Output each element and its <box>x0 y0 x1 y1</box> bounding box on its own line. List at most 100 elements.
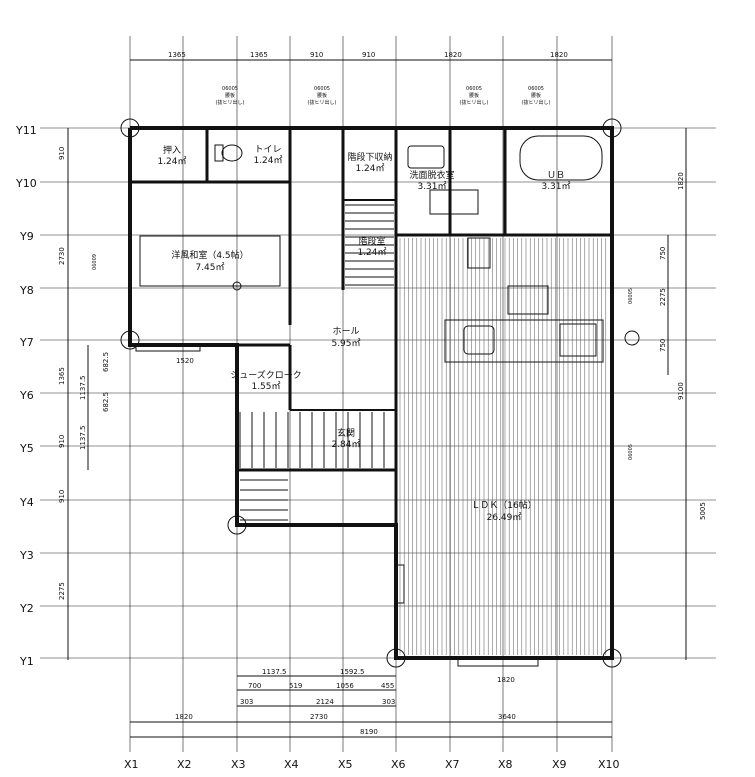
toilet-icon <box>221 144 243 162</box>
window-note-4: (抜ヒリ出し) <box>522 99 551 106</box>
dim-bottom-row2-a: 303 <box>240 698 253 706</box>
grid-label-y9: Y9 <box>19 230 34 243</box>
window-type-3: 腰板 <box>469 92 479 99</box>
dim-left-inner-2: 682.5 <box>102 352 110 372</box>
column-x6-y1 <box>386 648 406 668</box>
room-hall-label: ホール <box>332 326 359 337</box>
window-note-1: (抜ヒリ出し) <box>216 99 245 106</box>
grid-label-x10: X10 <box>598 758 620 771</box>
gas-meter-icon <box>624 330 640 346</box>
dim-bottom-row3-d: 455 <box>381 682 394 690</box>
window-code-2: 06005 <box>314 86 330 92</box>
room-shoes-area: 1.55㎡ <box>251 381 280 392</box>
window-code-1: 06005 <box>222 86 238 92</box>
room-washroom-area: 3.31㎡ <box>417 181 446 192</box>
room-oshiire-area: 1.24㎡ <box>157 156 186 167</box>
dim-bottom-row4-b: 1592.5 <box>340 668 365 676</box>
room-hall-area: 5.95㎡ <box>331 338 360 349</box>
grid-label-x2: X2 <box>177 758 192 771</box>
dim-top-1: 1365 <box>168 51 186 59</box>
dim-bottom-row1-a: 1820 <box>175 713 193 721</box>
window-note-2: (抜ヒリ出し) <box>308 99 337 106</box>
dim-right-inner-3: 750 <box>659 339 667 352</box>
ceiling-hatch-icon <box>429 189 479 215</box>
dim-bottom-row3-c: 1056 <box>336 682 354 690</box>
column-x1-y7 <box>120 330 140 350</box>
room-stair-area: 1.24㎡ <box>357 247 386 258</box>
grid-label-y5: Y5 <box>19 442 34 455</box>
dim-top-5: 1820 <box>444 51 462 59</box>
left-dimensions: 910 2730 1365 910 910 2275 1137.5 682.5 … <box>58 128 110 660</box>
dim-left-3: 1365 <box>58 367 66 385</box>
window-type-2: 腰板 <box>317 92 327 99</box>
stairs <box>239 204 394 521</box>
dim-top-6: 1820 <box>550 51 568 59</box>
dim-door-1820: 1820 <box>497 676 515 684</box>
dim-bottom-row3-b: 519 <box>289 682 302 690</box>
dim-left-5: 910 <box>58 490 66 503</box>
grid-label-y1: Y1 <box>19 655 34 668</box>
wash-basin-icon <box>407 145 445 169</box>
dim-bottom-row4-a: 1137.5 <box>262 668 287 676</box>
ldk-floor-hatching <box>399 238 607 655</box>
window-note-3: (抜ヒリ出し) <box>460 99 489 106</box>
dim-left-inner-1: 1137.5 <box>79 376 87 401</box>
grid-label-y10: Y10 <box>15 177 37 190</box>
room-toilet-area: 1.24㎡ <box>253 155 282 166</box>
grid-label-x7: X7 <box>445 758 460 771</box>
dim-top-4: 910 <box>362 51 375 59</box>
ldk-side-window <box>395 564 405 604</box>
dim-left-2: 2730 <box>58 247 66 265</box>
window-right-code-1: 06005 <box>628 288 634 304</box>
grid-label-y2: Y2 <box>19 602 34 615</box>
dim-right-1: 1820 <box>677 172 685 190</box>
grid-label-y4: Y4 <box>19 496 34 509</box>
dim-left-1: 910 <box>58 147 66 160</box>
room-ldk-area: 26.49㎡ <box>487 512 522 523</box>
grid-label-x9: X9 <box>552 758 567 771</box>
dim-top-3: 910 <box>310 51 323 59</box>
dim-bottom-total: 8190 <box>360 728 378 736</box>
dim-bottom-row1-b: 2730 <box>310 713 328 721</box>
dim-left-4: 910 <box>58 435 66 448</box>
dim-right-2: 9100 <box>677 382 685 400</box>
grid-label-y11: Y11 <box>15 124 37 137</box>
dim-right-inner-1: 750 <box>659 247 667 260</box>
washitsu-bottom-window <box>135 344 201 352</box>
grid-label-y8: Y8 <box>19 284 34 297</box>
grid-label-x6: X6 <box>391 758 406 771</box>
window-code-4: 06005 <box>528 86 544 92</box>
window-type-1: 腰板 <box>225 92 235 99</box>
grid-label-x4: X4 <box>284 758 299 771</box>
window-type-4: 腰板 <box>531 92 541 99</box>
dim-door-1520: 1520 <box>176 357 194 365</box>
dim-left-inner-3: 682.5 <box>102 392 110 412</box>
grid-label-y3: Y3 <box>19 549 34 562</box>
grid-label-y7: Y7 <box>19 336 34 349</box>
dim-right-inner-2: 2275 <box>659 288 667 306</box>
dim-top-2: 1365 <box>250 51 268 59</box>
room-genkan-label: 玄関 <box>337 427 355 439</box>
washitsu-tatami-icon <box>139 235 281 287</box>
grid-labels-x: X1 X2 X3 X4 X5 X6 X7 X8 X9 X10 <box>124 758 620 771</box>
top-dimensions: 1365 1365 910 910 1820 1820 <box>130 51 612 61</box>
room-genkan-area: 2.84㎡ <box>331 439 360 450</box>
column-x1-y11 <box>120 118 140 138</box>
room-ldk-label: ＬＤＫ（16帖） <box>471 499 536 511</box>
room-stair-storage-label: 階段下収納 <box>347 151 392 163</box>
underfloor-storage-icon <box>507 285 549 315</box>
column-x10-y1 <box>602 648 622 668</box>
dim-bottom-row2-b: 2124 <box>316 698 334 706</box>
room-labels: 押入 1.24㎡ トイレ 1.24㎡ 階段下収納 1.24㎡ 洗面脱衣室 3.3… <box>157 144 570 523</box>
grid-label-x1: X1 <box>124 758 139 771</box>
room-toilet-label: トイレ <box>254 145 281 155</box>
kitchen-sink-icon <box>463 325 495 355</box>
grid-lines <box>40 36 716 752</box>
dim-bottom-row1-c: 3640 <box>498 713 516 721</box>
room-ub-label: ＵＢ <box>547 171 565 181</box>
window-code-3: 06005 <box>466 86 482 92</box>
top-window-labels: 06005 腰板 (抜ヒリ出し) 06005 腰板 (抜ヒリ出し) 06005 … <box>92 86 634 460</box>
room-washroom-label: 洗面脱衣室 <box>409 169 454 181</box>
grid-label-y6: Y6 <box>19 389 34 402</box>
column-x3-y4 <box>227 515 247 535</box>
